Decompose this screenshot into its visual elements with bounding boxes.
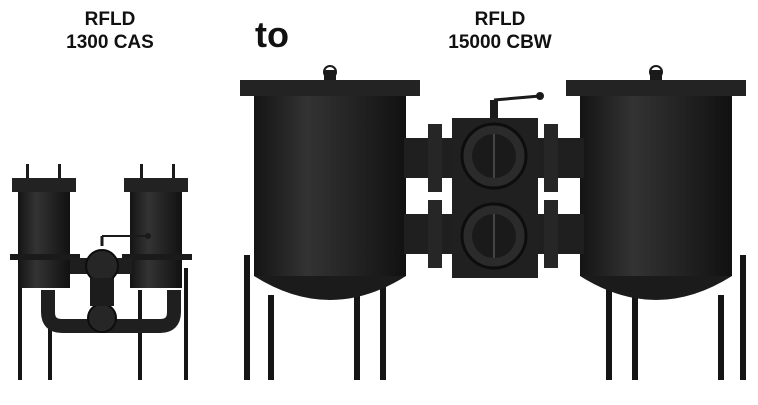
small-model-label: RFLD 1300 CAS: [40, 8, 180, 54]
small-filter-unit: [10, 164, 192, 380]
large-model-line2: 15000 CBW: [448, 32, 552, 53]
connector-word: to: [255, 14, 289, 55]
large-model-line1: RFLD: [474, 9, 526, 30]
large-model-label: RFLD 15000 CBW: [420, 8, 580, 54]
small-model-line1: RFLD: [84, 9, 136, 30]
small-model-line2: 1300 CAS: [66, 32, 154, 53]
large-filter-unit: [240, 65, 746, 380]
